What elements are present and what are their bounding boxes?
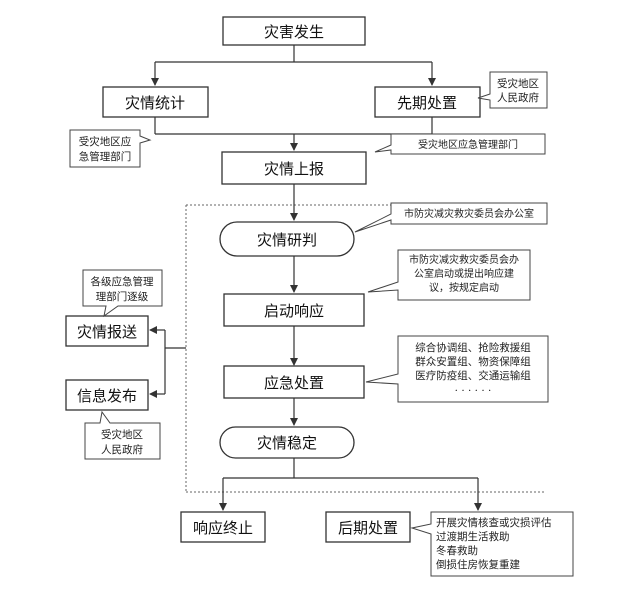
node-disaster-report: 灾情上报 (221, 151, 367, 185)
svg-text:受灾地区: 受灾地区 (497, 77, 539, 90)
svg-text:后期处置: 后期处置 (338, 519, 398, 537)
svg-text:灾情稳定: 灾情稳定 (257, 434, 317, 452)
svg-text:市防灾减灾救灾委员会办公室: 市防灾减灾救灾委员会办公室 (404, 207, 534, 220)
svg-text:应急处置: 应急处置 (264, 374, 324, 392)
svg-text:受灾地区应急管理部门: 受灾地区应急管理部门 (418, 138, 518, 151)
svg-text:过渡期生活救助: 过渡期生活救助 (436, 530, 510, 543)
svg-text:灾情上报: 灾情上报 (264, 160, 324, 178)
svg-text:· · · · · ·: · · · · · · (455, 385, 492, 397)
note-post-tasks: 开展灾情核查或灾损评估 过渡期生活救助 冬春救助 倒损住房恢复重建 (410, 511, 574, 577)
note-office-advice: 市防灾减灾救灾委员会办 公室启动或提出响应建 议，按规定启动 (367, 249, 531, 301)
svg-text:响应终止: 响应终止 (193, 519, 253, 537)
note-gov-top: 受灾地区 人民政府 (477, 71, 548, 109)
node-disaster-assessment: 灾情研判 (219, 221, 355, 257)
note-local-dept-right: 受灾地区应急管理部门 (374, 133, 546, 155)
svg-text:灾情统计: 灾情统计 (125, 94, 185, 112)
note-local-dept-left: 受灾地区应 急管理部门 (69, 129, 152, 168)
note-office: 市防灾减灾救灾委员会办公室 (354, 202, 548, 233)
svg-text:理部门逐级: 理部门逐级 (96, 290, 149, 303)
node-disaster-occurs: 灾害发生 (222, 16, 366, 46)
node-disaster-reporting: 灾情报送 (65, 315, 149, 347)
svg-text:受灾地区: 受灾地区 (101, 428, 143, 441)
svg-text:开展灾情核查或灾损评估: 开展灾情核查或灾损评估 (436, 516, 552, 529)
svg-text:急管理部门: 急管理部门 (79, 150, 132, 163)
svg-text:人民政府: 人民政府 (101, 443, 143, 456)
node-disaster-stable: 灾情稳定 (219, 426, 355, 459)
svg-text:各级应急管理: 各级应急管理 (91, 275, 154, 288)
node-early-response: 先期处置 (374, 86, 481, 118)
svg-text:市防灾减灾救灾委员会办: 市防灾减灾救灾委员会办 (409, 253, 519, 266)
node-emergency-response: 应急处置 (223, 365, 365, 399)
svg-text:灾情报送: 灾情报送 (77, 323, 137, 341)
svg-text:人民政府: 人民政府 (497, 91, 539, 104)
svg-text:先期处置: 先期处置 (397, 94, 457, 112)
svg-text:受灾地区应: 受灾地区应 (79, 135, 132, 148)
node-post-disaster: 后期处置 (325, 511, 411, 543)
node-info-release: 信息发布 (65, 379, 149, 411)
svg-text:群众安置组、物资保障组: 群众安置组、物资保障组 (415, 355, 531, 368)
svg-text:灾情研判: 灾情研判 (257, 231, 317, 249)
svg-text:启动响应: 启动响应 (264, 302, 324, 320)
note-groups: 综合协调组、抢险救援组 群众安置组、物资保障组 医疗防疫组、交通运输组 · · … (365, 335, 549, 403)
svg-text:灾害发生: 灾害发生 (264, 23, 324, 41)
svg-text:冬春救助: 冬春救助 (436, 544, 478, 557)
node-response-end: 响应终止 (180, 511, 266, 543)
svg-text:综合协调组、抢险救援组: 综合协调组、抢险救援组 (415, 341, 531, 354)
node-disaster-statistics: 灾情统计 (102, 86, 209, 118)
note-levels-dept: 各级应急管理 理部门逐级 (82, 269, 163, 318)
svg-text:信息发布: 信息发布 (77, 387, 137, 405)
svg-text:议，按规定启动: 议，按规定启动 (429, 281, 499, 294)
svg-text:倒损住房恢复重建: 倒损住房恢复重建 (436, 558, 520, 571)
note-gov-bottom: 受灾地区 人民政府 (84, 410, 161, 460)
svg-text:公室启动或提出响应建: 公室启动或提出响应建 (414, 267, 514, 280)
node-start-response: 启动响应 (223, 293, 365, 327)
connectors (149, 45, 482, 511)
svg-text:医疗防疫组、交通运输组: 医疗防疫组、交通运输组 (415, 369, 531, 382)
